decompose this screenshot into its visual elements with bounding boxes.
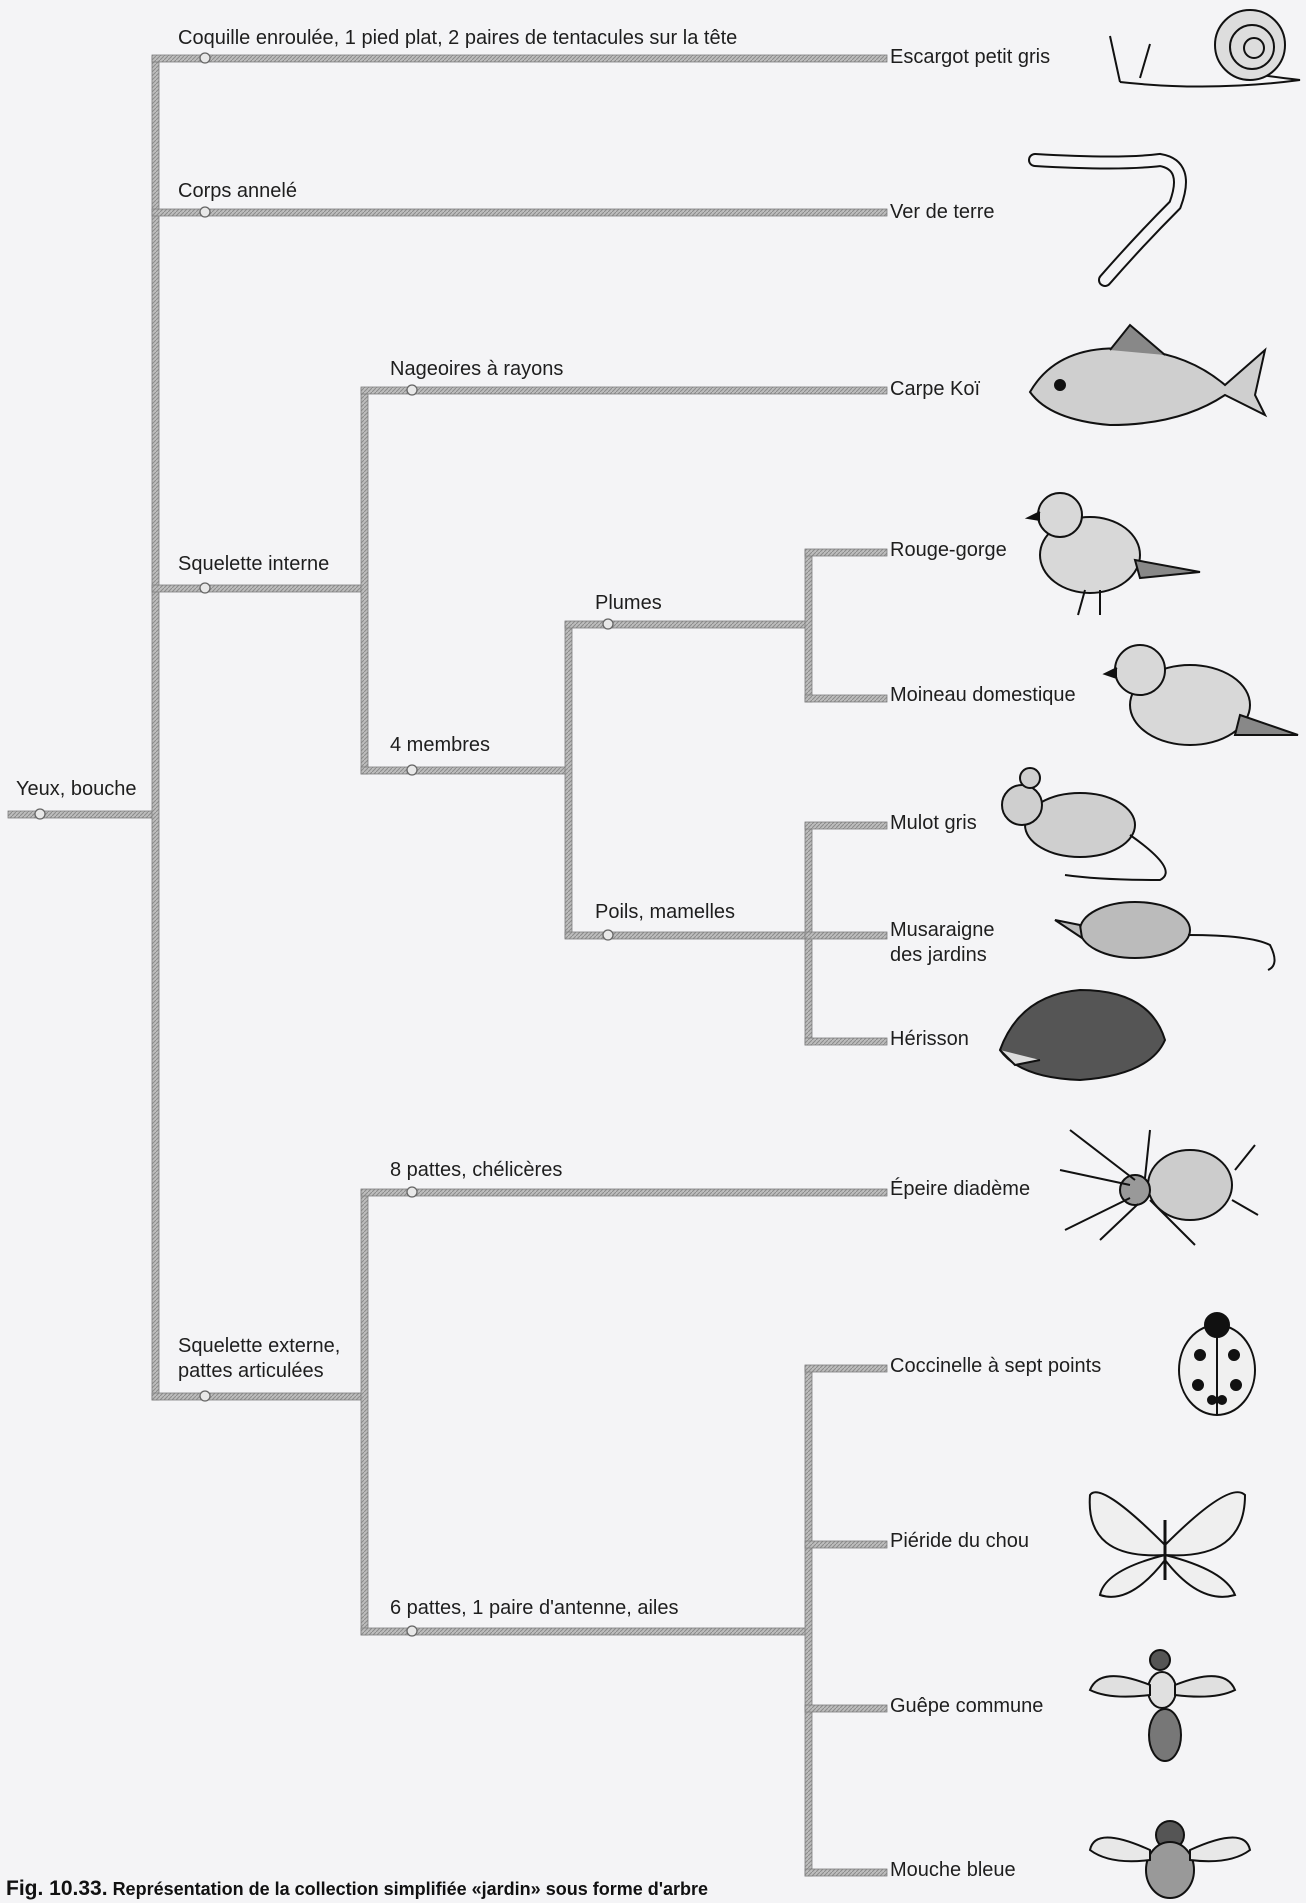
node-8-pattes	[407, 1187, 417, 1197]
branch-vert-arthropodes	[361, 1190, 368, 1635]
branch-mouche	[805, 1869, 887, 1876]
species-carpe: Carpe Koï	[890, 377, 980, 402]
branch-root	[8, 811, 154, 818]
butterfly-icon	[1090, 1492, 1245, 1597]
branch-epeire	[361, 1189, 887, 1196]
char-poils: Poils, mamelles	[595, 900, 735, 925]
char-coquille: Coquille enroulée, 1 pied plat, 2 paires…	[178, 26, 737, 51]
branch-escargot	[152, 55, 887, 62]
char-squelette-interne: Squelette interne	[178, 552, 329, 577]
char-membres: 4 membres	[390, 733, 490, 758]
robin-icon	[1028, 493, 1200, 615]
species-epeire: Épeire diadème	[890, 1177, 1030, 1202]
node-6-pattes	[407, 1626, 417, 1636]
char-8-pattes: 8 pattes, chélicères	[390, 1158, 562, 1183]
node-plumes	[603, 619, 613, 629]
char-plumes: Plumes	[595, 591, 662, 616]
species-moineau: Moineau domestique	[890, 683, 1076, 708]
figure-number: Fig. 10.33.	[6, 1877, 108, 1900]
sparrow-icon	[1105, 645, 1298, 745]
char-squelette-externe-2: pattes articulées	[178, 1359, 324, 1384]
branch-herisson	[805, 1038, 887, 1045]
branch-ver	[152, 209, 887, 216]
branch-vert-oiseaux	[805, 550, 812, 702]
branch-mulot	[805, 822, 887, 829]
species-coccinelle: Coccinelle à sept points	[890, 1354, 1101, 1379]
fish-icon	[1030, 325, 1265, 425]
species-guepe: Guêpe commune	[890, 1694, 1043, 1719]
spider-icon	[1060, 1130, 1258, 1245]
branch-vert-tetrapodes	[565, 622, 572, 938]
branch-squelette-interne	[152, 585, 364, 592]
char-nageoires: Nageoires à rayons	[390, 357, 563, 382]
node-4-membres	[407, 765, 417, 775]
branch-vert-insectes	[805, 1366, 812, 1876]
species-musaraigne-2: des jardins	[890, 943, 987, 968]
branch-plumes	[565, 621, 808, 628]
branch-carpe	[361, 387, 887, 394]
branch-4-membres	[361, 767, 568, 774]
char-6-pattes: 6 pattes, 1 paire d'antenne, ailes	[390, 1596, 678, 1621]
node-poils	[603, 930, 613, 940]
branch-vert-vertebrates	[361, 388, 368, 774]
branch-guepe	[805, 1705, 887, 1712]
node-nageoires	[407, 385, 417, 395]
species-ver: Ver de terre	[890, 200, 995, 225]
figure-caption: Fig. 10.33. Représentation de la collect…	[6, 1877, 708, 1901]
species-mouche: Mouche bleue	[890, 1858, 1016, 1883]
node-coquille	[200, 53, 210, 63]
wasp-icon	[1090, 1650, 1235, 1761]
node-squelette-interne	[200, 583, 210, 593]
species-rouge-gorge: Rouge-gorge	[890, 538, 1007, 563]
ladybug-icon	[1179, 1313, 1255, 1415]
species-escargot: Escargot petit gris	[890, 45, 1050, 70]
char-squelette-externe-1: Squelette externe,	[178, 1334, 340, 1359]
mouse-icon	[1002, 768, 1166, 880]
branch-musaraigne	[805, 932, 887, 939]
figure-caption-text: Représentation de la collection simplifi…	[113, 1879, 708, 1899]
branch-moineau	[805, 695, 887, 702]
branch-squelette-externe	[152, 1393, 364, 1400]
root-label: Yeux, bouche	[16, 777, 136, 802]
fly-icon	[1090, 1821, 1250, 1898]
snail-icon	[1110, 10, 1300, 87]
species-musaraigne-1: Musaraigne	[890, 918, 995, 943]
branch-pieride	[805, 1541, 887, 1548]
shrew-icon	[1055, 902, 1275, 970]
branch-coccinelle	[805, 1365, 887, 1372]
branch-6-pattes	[361, 1628, 808, 1635]
species-herisson: Hérisson	[890, 1027, 969, 1052]
hedgehog-icon	[1000, 990, 1165, 1080]
node-corps	[200, 207, 210, 217]
branch-main-vertical	[152, 56, 159, 1400]
node-squelette-externe	[200, 1391, 210, 1401]
species-mulot: Mulot gris	[890, 811, 977, 836]
species-pieride: Piéride du chou	[890, 1529, 1029, 1554]
char-corps: Corps annelé	[178, 179, 297, 204]
branch-rouge-gorge	[805, 549, 887, 556]
branch-poils	[565, 932, 808, 939]
node-root	[35, 809, 45, 819]
